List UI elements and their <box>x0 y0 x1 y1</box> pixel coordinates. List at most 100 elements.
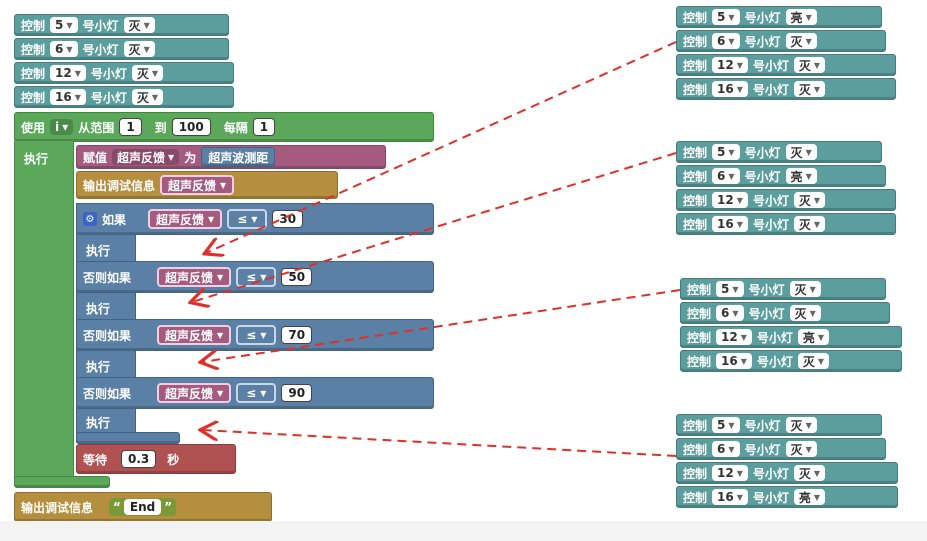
state-dropdown[interactable]: 灭▼ <box>785 144 817 160</box>
pin-dropdown[interactable]: 12▼ <box>712 465 748 481</box>
chevron-down-icon: ▼ <box>151 68 159 78</box>
state-dropdown[interactable]: 灭▼ <box>793 57 826 73</box>
var-reporter[interactable]: 超声反馈▼ <box>160 175 235 195</box>
state-dropdown[interactable]: 灭▼ <box>789 305 821 321</box>
pin-dropdown[interactable]: 6▼ <box>716 305 744 321</box>
else-if-row[interactable]: 否则如果 超声反馈▼ ≤▼ 50 <box>76 261 434 293</box>
loop-from-input[interactable]: 1 <box>119 118 142 136</box>
compare-op-dropdown[interactable]: ≤▼ <box>236 383 277 403</box>
else-if-row[interactable]: 否则如果 超声反馈▼ ≤▼ 90 <box>76 377 434 409</box>
state-dropdown[interactable]: 灭▼ <box>123 17 155 33</box>
pin-dropdown[interactable]: 16▼ <box>712 489 748 505</box>
state-dropdown[interactable]: 亮▼ <box>785 168 817 184</box>
light-block[interactable]: 控制 16▼ 号小灯 灭▼ <box>14 86 234 108</box>
state-dropdown[interactable]: 灭▼ <box>785 441 817 457</box>
ultrasonic-block[interactable]: 超声波测距 <box>201 147 276 167</box>
pin-dropdown[interactable]: 6▼ <box>712 33 740 49</box>
state-dropdown[interactable]: 灭▼ <box>131 89 164 105</box>
state-dropdown[interactable]: 灭▼ <box>789 281 821 297</box>
var-reporter[interactable]: 超声反馈▼ <box>157 267 232 287</box>
state-dropdown[interactable]: 灭▼ <box>793 81 826 97</box>
wait-block[interactable]: 等待 0.3 秒 <box>76 444 236 474</box>
empty-statement-slot[interactable] <box>136 410 186 432</box>
empty-statement-slot[interactable] <box>136 353 186 375</box>
state-dropdown[interactable]: 灭▼ <box>793 216 826 232</box>
chevron-down-icon: ▼ <box>736 195 743 205</box>
chevron-down-icon: ▼ <box>736 492 743 502</box>
pin-dropdown[interactable]: 6▼ <box>712 168 740 184</box>
pin-dropdown[interactable]: 12▼ <box>50 65 86 81</box>
state-dropdown[interactable]: 灭▼ <box>785 33 817 49</box>
light-block[interactable]: 控制 12▼ 号小灯 灭▼ <box>14 62 234 84</box>
var-reporter[interactable]: 超声反馈▼ <box>148 209 223 229</box>
pin-dropdown[interactable]: 12▼ <box>712 57 748 73</box>
loop-var-dropdown[interactable]: i▼ <box>50 119 74 135</box>
print-debug-block[interactable]: 输出调试信息 超声反馈▼ <box>76 171 338 199</box>
string-block[interactable]: “ End ” <box>109 498 177 516</box>
state-dropdown[interactable]: 亮▼ <box>793 489 826 505</box>
assign-var-dropdown[interactable]: 超声反馈▼ <box>112 149 180 165</box>
compare-op-dropdown[interactable]: ≤▼ <box>227 209 268 229</box>
pin-dropdown[interactable]: 16▼ <box>50 89 86 105</box>
empty-statement-slot[interactable] <box>136 237 186 259</box>
threshold-input[interactable]: 30 <box>272 210 304 228</box>
state-dropdown[interactable]: 亮▼ <box>797 329 830 345</box>
print-end-block[interactable]: 输出调试信息 “ End ” <box>14 492 272 522</box>
chevron-down-icon: ▼ <box>809 308 816 318</box>
threshold-input[interactable]: 50 <box>281 268 313 286</box>
pin-dropdown[interactable]: 5▼ <box>712 9 740 25</box>
pin-dropdown[interactable]: 16▼ <box>716 353 752 369</box>
gear-icon[interactable]: ⚙ <box>83 212 97 226</box>
assign-block[interactable]: 赋值 超声反馈▼ 为 超声波测距 <box>76 145 386 169</box>
pin-dropdown[interactable]: 5▼ <box>50 17 78 33</box>
pin-dropdown[interactable]: 5▼ <box>712 417 740 433</box>
if-row[interactable]: ⚙ 如果 超声反馈▼ ≤▼ 30 <box>76 203 434 235</box>
wait-seconds-input[interactable]: 0.3 <box>121 450 157 468</box>
pin-dropdown[interactable]: 5▼ <box>716 281 744 297</box>
state-dropdown[interactable]: 亮▼ <box>785 9 817 25</box>
var-reporter[interactable]: 超声反馈▼ <box>157 325 232 345</box>
threshold-input[interactable]: 70 <box>281 326 313 344</box>
state-dropdown[interactable]: 灭▼ <box>797 353 830 369</box>
state-dropdown[interactable]: 灭▼ <box>785 417 817 433</box>
pin-dropdown[interactable]: 6▼ <box>50 41 78 57</box>
light-block[interactable]: 控制 6▼ 号小灯 灭▼ <box>14 38 229 60</box>
pin-dropdown[interactable]: 12▼ <box>712 192 748 208</box>
loop-step-input[interactable]: 1 <box>252 118 276 136</box>
else-if-row[interactable]: 否则如果 超声反馈▼ ≤▼ 70 <box>76 319 434 351</box>
pin-dropdown[interactable]: 16▼ <box>712 216 748 232</box>
pin-dropdown[interactable]: 12▼ <box>716 329 752 345</box>
empty-statement-slot[interactable] <box>136 295 186 317</box>
pin-dropdown[interactable]: 6▼ <box>712 441 740 457</box>
loop-to-input[interactable]: 100 <box>171 118 211 136</box>
for-loop-header[interactable]: 使用 i▼ 从范围 1 到 100 每隔 1 <box>14 112 434 142</box>
state-dropdown[interactable]: 灭▼ <box>123 41 155 57</box>
light-block[interactable]: 控制 5▼ 号小灯 灭▼ <box>14 14 229 36</box>
state-dropdown[interactable]: 灭▼ <box>131 65 164 81</box>
pin-dropdown[interactable]: 16▼ <box>712 81 748 97</box>
compare-op-dropdown[interactable]: ≤▼ <box>236 325 277 345</box>
var-reporter[interactable]: 超声反馈▼ <box>157 383 232 403</box>
state-dropdown[interactable]: 灭▼ <box>793 192 826 208</box>
threshold-input[interactable]: 90 <box>281 384 313 402</box>
state-dropdown[interactable]: 灭▼ <box>793 465 826 481</box>
pin-dropdown[interactable]: 5▼ <box>712 144 740 160</box>
compare-op-dropdown[interactable]: ≤▼ <box>236 267 277 287</box>
end-text-input[interactable]: End <box>123 499 162 515</box>
